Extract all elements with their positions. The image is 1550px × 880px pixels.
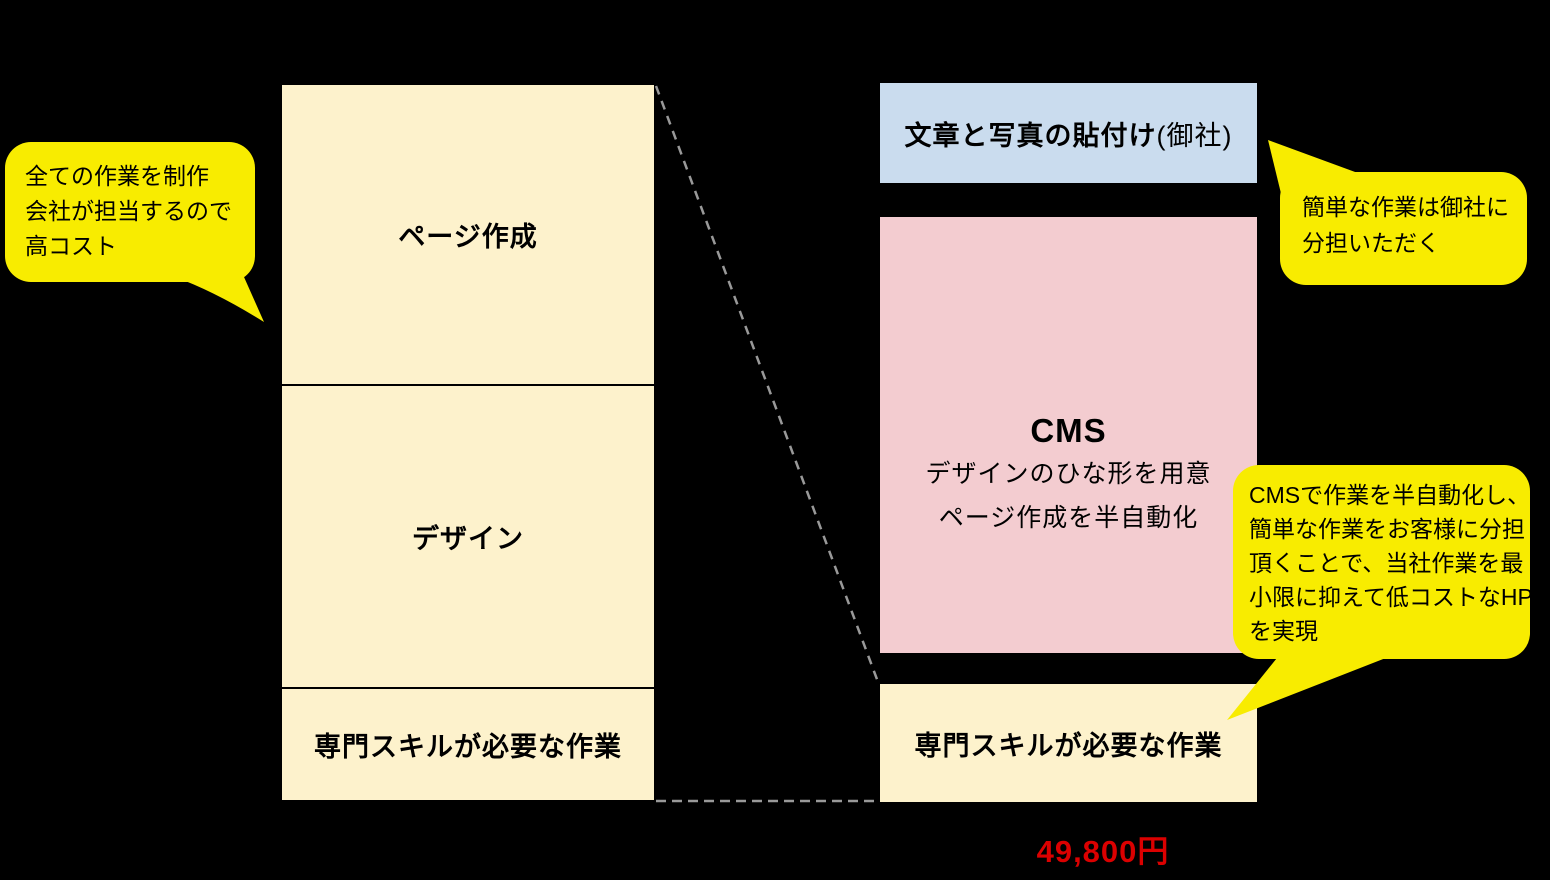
paste-text-photos-box: 文章と写真の貼付け(御社) — [880, 83, 1257, 183]
left-bubble-tail — [175, 277, 264, 322]
expert-skill-right-box: 専門スキルが必要な作業 — [880, 684, 1257, 802]
price-label: 49,800円 — [1036, 834, 1170, 869]
low-cost-explanation-bubble: CMSで作業を半自動化し、 簡単な作業をお客様に分担 頂くことで、当社作業を最 … — [1233, 465, 1533, 659]
cms-box: CMS デザインのひな形を用意 ページ作成を半自動化 — [880, 217, 1257, 653]
callout-line: 簡単な作業は御社に — [1302, 194, 1509, 220]
callout-line: 会社が担当するので — [25, 198, 232, 224]
section-design: デザイン — [282, 384, 654, 687]
section-page-creation: ページ作成 — [282, 85, 654, 384]
callout-line: 分担いただく — [1302, 230, 1440, 256]
callout-line: 簡単な作業をお客様に分担 — [1249, 516, 1525, 542]
high-cost-callout-bubble: 全ての作業を制作 会社が担当するので 高コスト — [5, 142, 255, 282]
paste-label-normal: (御社) — [1156, 120, 1233, 151]
section-expert-skill-left-label: 専門スキルが必要な作業 — [314, 732, 622, 762]
cms-title: CMS — [1030, 412, 1107, 449]
section-expert-skill-left: 専門スキルが必要な作業 — [282, 687, 654, 800]
cms-description-line: ページ作成を半自動化 — [938, 504, 1199, 532]
callout-line: CMSで作業を半自動化し、 — [1249, 482, 1531, 508]
callout-line: を実現 — [1249, 618, 1318, 644]
section-design-label: デザイン — [412, 524, 524, 554]
callout-line: 頂くことで、当社作業を最 — [1249, 550, 1524, 576]
expert-skill-right-label: 専門スキルが必要な作業 — [914, 730, 1223, 761]
section-page-creation-label: ページ作成 — [398, 222, 538, 252]
dashed-connector-diagonal — [654, 85, 880, 683]
callout-line: 全ての作業を制作 — [25, 163, 209, 189]
paste-text-photos-label: 文章と写真の貼付け(御社) — [905, 114, 1233, 153]
callout-line: 高コスト — [25, 233, 117, 259]
callout-line: 小限に抑えて低コストなHP — [1249, 584, 1533, 610]
simple-work-callout-bubble: 簡単な作業は御社に 分担いただく — [1280, 172, 1527, 285]
cms-description-line: デザインのひな形を用意 — [925, 460, 1212, 488]
paste-label-bold: 文章と写真の貼付け — [904, 120, 1157, 151]
traditional-work-stack: ページ作成 デザイン 専門スキルが必要な作業 — [280, 83, 656, 802]
